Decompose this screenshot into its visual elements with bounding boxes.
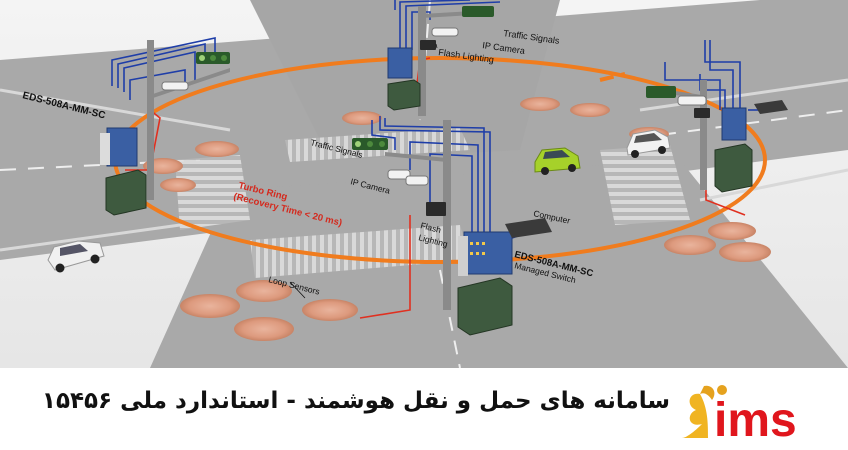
- intersection-diagram: EDS-508A-MM-SC Traffic Signals IP Camera…: [0, 0, 848, 369]
- switch-boxes: [100, 47, 747, 276]
- logo-text: ims: [714, 394, 797, 446]
- car-yellow: [534, 147, 581, 175]
- flash-lighting-icons: [420, 40, 710, 216]
- car-white-left: [47, 240, 105, 273]
- leader-lines: [289, 43, 438, 299]
- poles: [147, 6, 707, 310]
- label-flash-center-1: Flash: [420, 220, 443, 235]
- control-cabinets: [105, 79, 753, 336]
- car-white-right: [626, 129, 671, 158]
- caption-text: سامانه های حمل و نقل هوشمند - استاندارد …: [41, 388, 670, 414]
- ip-camera-icons: [161, 27, 707, 186]
- traffic-signal-heads: [196, 6, 676, 150]
- computer-icons: [505, 100, 788, 238]
- crosswalks: [175, 128, 690, 278]
- ims-logo: ims: [678, 372, 848, 447]
